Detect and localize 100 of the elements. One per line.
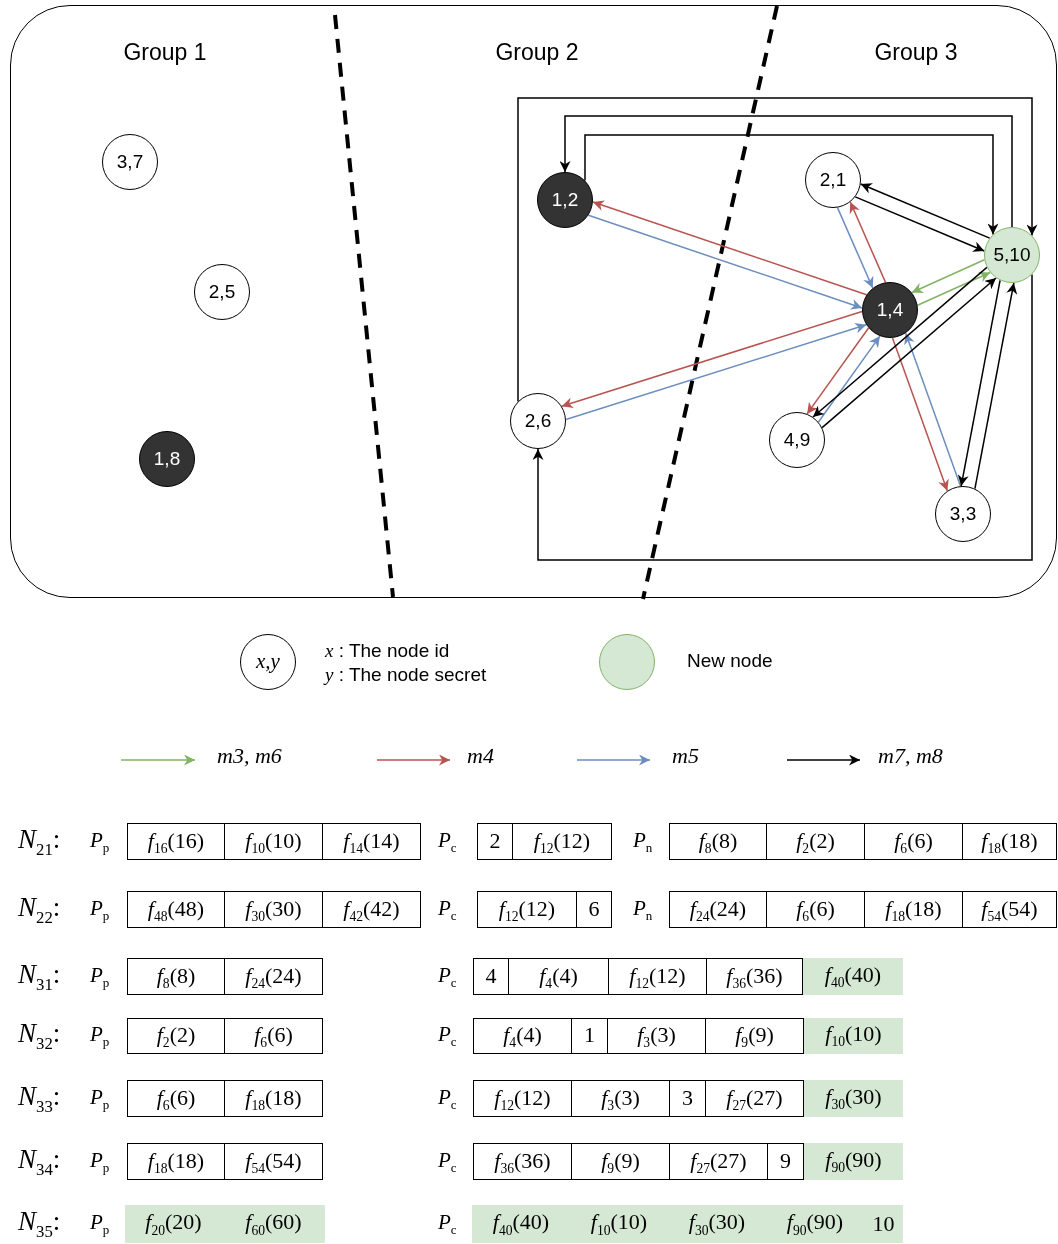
row-label: N$_{35}$: — [18, 1206, 61, 1242]
table-cell: f$_{10}$(10) — [590, 1209, 648, 1239]
table-cell: f$_{8}$(8) — [127, 958, 225, 995]
table-cell: f$_{40}$(40) — [492, 1209, 550, 1239]
table-cell: f$_{54}$(54) — [963, 891, 1057, 928]
table-cell: f$_{27}$(27) — [670, 1143, 768, 1180]
node-circle: 3,7 — [102, 134, 158, 190]
table-cell: f$_{12}$(12) — [513, 823, 612, 860]
arrow — [904, 332, 962, 487]
table-cell: 2 — [477, 823, 513, 860]
arrow — [854, 196, 986, 252]
table-cell: f$_{60}$(60) — [245, 1209, 302, 1239]
row-label: P$_{c}$ — [438, 1147, 457, 1176]
row-label: P$_{p}$ — [90, 1084, 110, 1113]
row-label: P$_{p}$ — [90, 1021, 110, 1051]
arrow — [565, 322, 867, 421]
table-cell: 10 — [872, 1211, 895, 1237]
table-cell: f$_{18}$(18) — [865, 891, 963, 928]
table-cell: 4 — [473, 958, 509, 995]
node-circle: 2,6 — [510, 393, 566, 449]
arrow — [517, 97, 1038, 403]
table-cell: f$_{2}$(2) — [767, 823, 865, 860]
table-cell: f$_{40}$(40) — [803, 958, 903, 995]
arrow — [836, 206, 874, 289]
table-cell: f$_{4}$(4) — [473, 1018, 572, 1054]
table-cell: f$_{54}$(54) — [225, 1143, 323, 1180]
arrow — [559, 115, 1013, 228]
table-cell: f$_{9}$(9) — [572, 1143, 670, 1180]
table-cell: f$_{18}$(18) — [127, 1143, 225, 1180]
table-cell: f$_{3}$(3) — [572, 1080, 670, 1117]
legend-text: m5 — [672, 743, 699, 769]
row-label: P$_{c}$ — [438, 827, 457, 856]
table-cell: f$_{20}$(20) — [145, 1209, 202, 1239]
row-label: P$_{p}$ — [90, 1147, 110, 1176]
table-cell: 1 — [572, 1018, 608, 1054]
table-cell: f$_{24}$(24) — [225, 958, 323, 995]
table-cell: f$_{90}$(90) — [786, 1209, 844, 1239]
table-cell: 3 — [670, 1080, 706, 1117]
table-cell: 6 — [577, 891, 612, 928]
table-cell: f$_{6}$(6) — [767, 891, 865, 928]
table-cell: f$_{10}$(10) — [804, 1018, 903, 1054]
table-cell: f$_{90}$(90) — [804, 1143, 903, 1180]
node-circle: 1,4 — [862, 282, 918, 338]
table-cell: f$_{14}$(14) — [323, 823, 421, 860]
table-cell: f$_{30}$(30) — [804, 1080, 903, 1117]
table-cell: f$_{12}$(12) — [609, 958, 707, 995]
table-cell: f$_{2}$(2) — [127, 1018, 225, 1054]
legend-text: m7, m8 — [878, 743, 943, 769]
row-label: P$_{c}$ — [438, 962, 457, 991]
node-circle: 1,8 — [139, 431, 195, 487]
table-cell: f$_{30}$(30) — [688, 1209, 746, 1239]
legend-text: x : The node id — [325, 640, 450, 662]
row-label: P$_{c}$ — [438, 895, 457, 924]
table-cell: f$_{6}$(6) — [865, 823, 963, 860]
table-cell: f$_{4}$(4) — [509, 958, 609, 995]
row-label: P$_{n}$ — [633, 827, 653, 856]
row-label: N$_{33}$: — [18, 1080, 61, 1117]
row-label: P$_{c}$ — [438, 1021, 457, 1051]
arrow — [561, 310, 863, 409]
arrow — [891, 337, 949, 492]
row-label: P$_{p}$ — [90, 895, 110, 924]
row-label: N$_{32}$: — [18, 1018, 61, 1054]
table-cell: f$_{6}$(6) — [127, 1080, 225, 1117]
node-circle: 2,5 — [194, 264, 250, 320]
row-label: N$_{34}$: — [18, 1143, 61, 1180]
group-title: Group 3 — [874, 38, 958, 66]
node-circle: 1,2 — [537, 172, 593, 228]
arrow — [812, 266, 988, 418]
arrow — [957, 279, 1001, 487]
table-cell: f$_{36}$(36) — [473, 1143, 572, 1180]
arrow — [849, 201, 887, 284]
arrow — [584, 134, 999, 236]
table-cell: f$_{6}$(6) — [225, 1018, 323, 1054]
arrow — [911, 259, 986, 294]
table-cell: f$_{12}$(12) — [477, 891, 577, 928]
arrow — [806, 327, 870, 415]
legend-text: m3, m6 — [217, 743, 282, 769]
table-cell: f$_{18}$(18) — [963, 823, 1057, 860]
table-cell: f$_{16}$(16) — [127, 823, 225, 860]
table-cell: f$_{12}$(12) — [473, 1080, 572, 1117]
table-cell: f$_{30}$(30) — [225, 891, 323, 928]
arrow — [859, 183, 991, 239]
row-label: P$_{c}$ — [438, 1084, 457, 1113]
legend-text: y : The node secret — [325, 664, 487, 686]
node-circle: 2,1 — [805, 152, 861, 208]
row-label: N$_{21}$: — [18, 823, 61, 860]
arrow — [817, 335, 881, 423]
table-cell: f$_{3}$(3) — [608, 1018, 706, 1054]
row-label: P$_{n}$ — [633, 895, 653, 924]
node-circle: 4,9 — [769, 412, 825, 468]
arrow — [916, 271, 991, 306]
group-title: Group 2 — [495, 38, 579, 66]
row-label: P$_{p}$ — [90, 1209, 110, 1239]
node-circle: 3,3 — [935, 486, 991, 542]
row-label: N$_{31}$: — [18, 958, 61, 995]
table-cell: f$_{24}$(24) — [669, 891, 767, 928]
node-circle: 5,10 — [984, 227, 1040, 283]
arrow — [974, 282, 1018, 490]
table-cell: f$_{42}$(42) — [323, 891, 421, 928]
arrow — [821, 277, 997, 429]
